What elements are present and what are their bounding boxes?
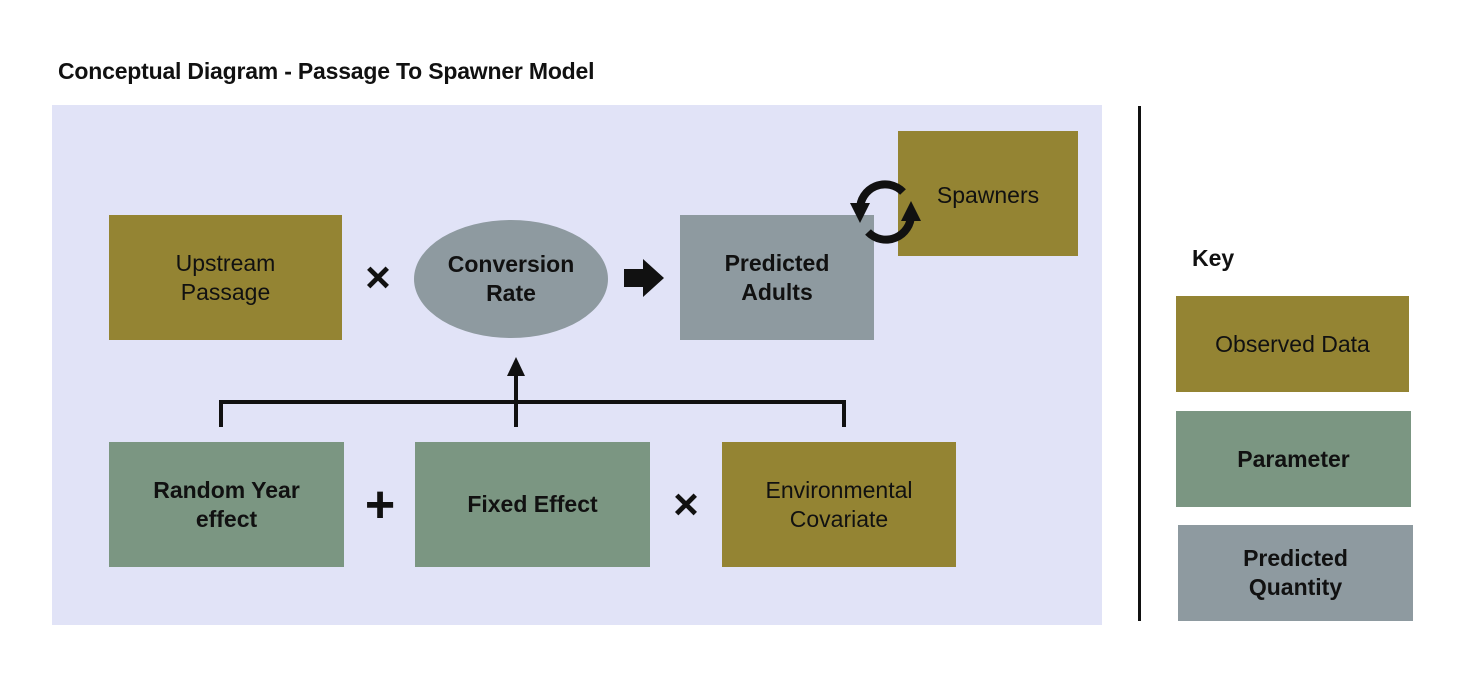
fixed-effect-node: Fixed Effect	[415, 442, 650, 567]
bracket-connector	[219, 372, 846, 427]
key-predicted-quantity: Predicted Quantity	[1178, 525, 1413, 621]
key-title: Key	[1192, 245, 1235, 271]
conversion-rate-node: Conversion Rate	[414, 220, 608, 338]
right-arrow-icon	[624, 259, 664, 297]
key-parameter: Parameter	[1176, 411, 1411, 507]
diagram-title: Conceptual Diagram - Passage To Spawner …	[58, 58, 595, 84]
key-divider	[1138, 106, 1141, 621]
key-observed-data: Observed Data	[1176, 296, 1409, 392]
multiply-operator: ×	[673, 480, 699, 529]
up-arrow-icon	[507, 357, 525, 376]
upstream-passage-node: Upstream Passage	[109, 215, 342, 340]
cycle-arrows-icon	[855, 180, 916, 244]
predicted-adults-node: Predicted Adults	[680, 215, 874, 340]
spawners-node: Spawners	[898, 131, 1078, 256]
plus-operator: +	[364, 476, 396, 534]
random-year-effect-node: Random Year effect	[109, 442, 344, 567]
environmental-covariate-node: Environmental Covariate	[722, 442, 956, 567]
multiply-operator: ×	[365, 253, 391, 302]
